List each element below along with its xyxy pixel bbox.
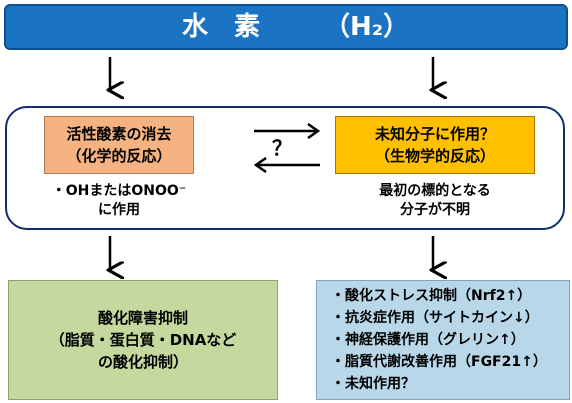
biological-note: 最初の標的となる 分子が不明 [335,182,535,220]
effect-item: ・抗炎症作用（サイトカイン↓） [331,310,539,326]
oxidation-line3: の酸化抑制） [97,353,188,371]
chemical-box-line2: （化学的反応） [66,147,172,165]
chemical-note-line2: に作用 [98,202,140,218]
effects-box: ・酸化ストレス抑制（Nrf2↑） ・抗炎症作用（サイトカイン↓） ・神経保護作用… [316,280,570,400]
title-banner: 水 素 （H₂） [4,4,568,50]
effect-item: ・酸化ストレス抑制（Nrf2↑） [331,288,532,304]
bidirectional-arrows [253,122,321,174]
biological-note-line2: 分子が不明 [400,202,470,218]
question-mark: ？ [272,136,292,160]
effect-item: ・脂質代謝改善作用（FGF21↑） [331,354,547,370]
biological-box-line1: 未知分子に作用？ [374,125,495,143]
title-formula: （H₂） [324,12,410,42]
biological-note-line1: 最初の標的となる [379,183,491,199]
chemical-note-line1: ・OHまたはONOO⁻ [51,183,187,199]
effect-item: ・未知作用？ [331,376,415,392]
oxidation-line2: （脂質・蛋白質・DNAなど [49,331,237,349]
chemical-note: ・OHまたはONOO⁻ に作用 [24,182,214,220]
oxidation-line1: 酸化障害抑制 [97,309,188,327]
chemical-box-line1: 活性酸素の消去 [66,125,172,143]
chemical-reaction-box: 活性酸素の消去 （化学的反応） [44,116,194,174]
title-main: 水 素 [182,12,261,42]
effect-item: ・神経保護作用（グレリン↑） [331,332,525,348]
biological-reaction-box: 未知分子に作用？ （生物学的反応） [335,116,535,174]
biological-box-line2: （生物学的反応） [374,147,495,165]
oxidation-suppression-box: 酸化障害抑制 （脂質・蛋白質・DNAなど の酸化抑制） [8,280,278,400]
